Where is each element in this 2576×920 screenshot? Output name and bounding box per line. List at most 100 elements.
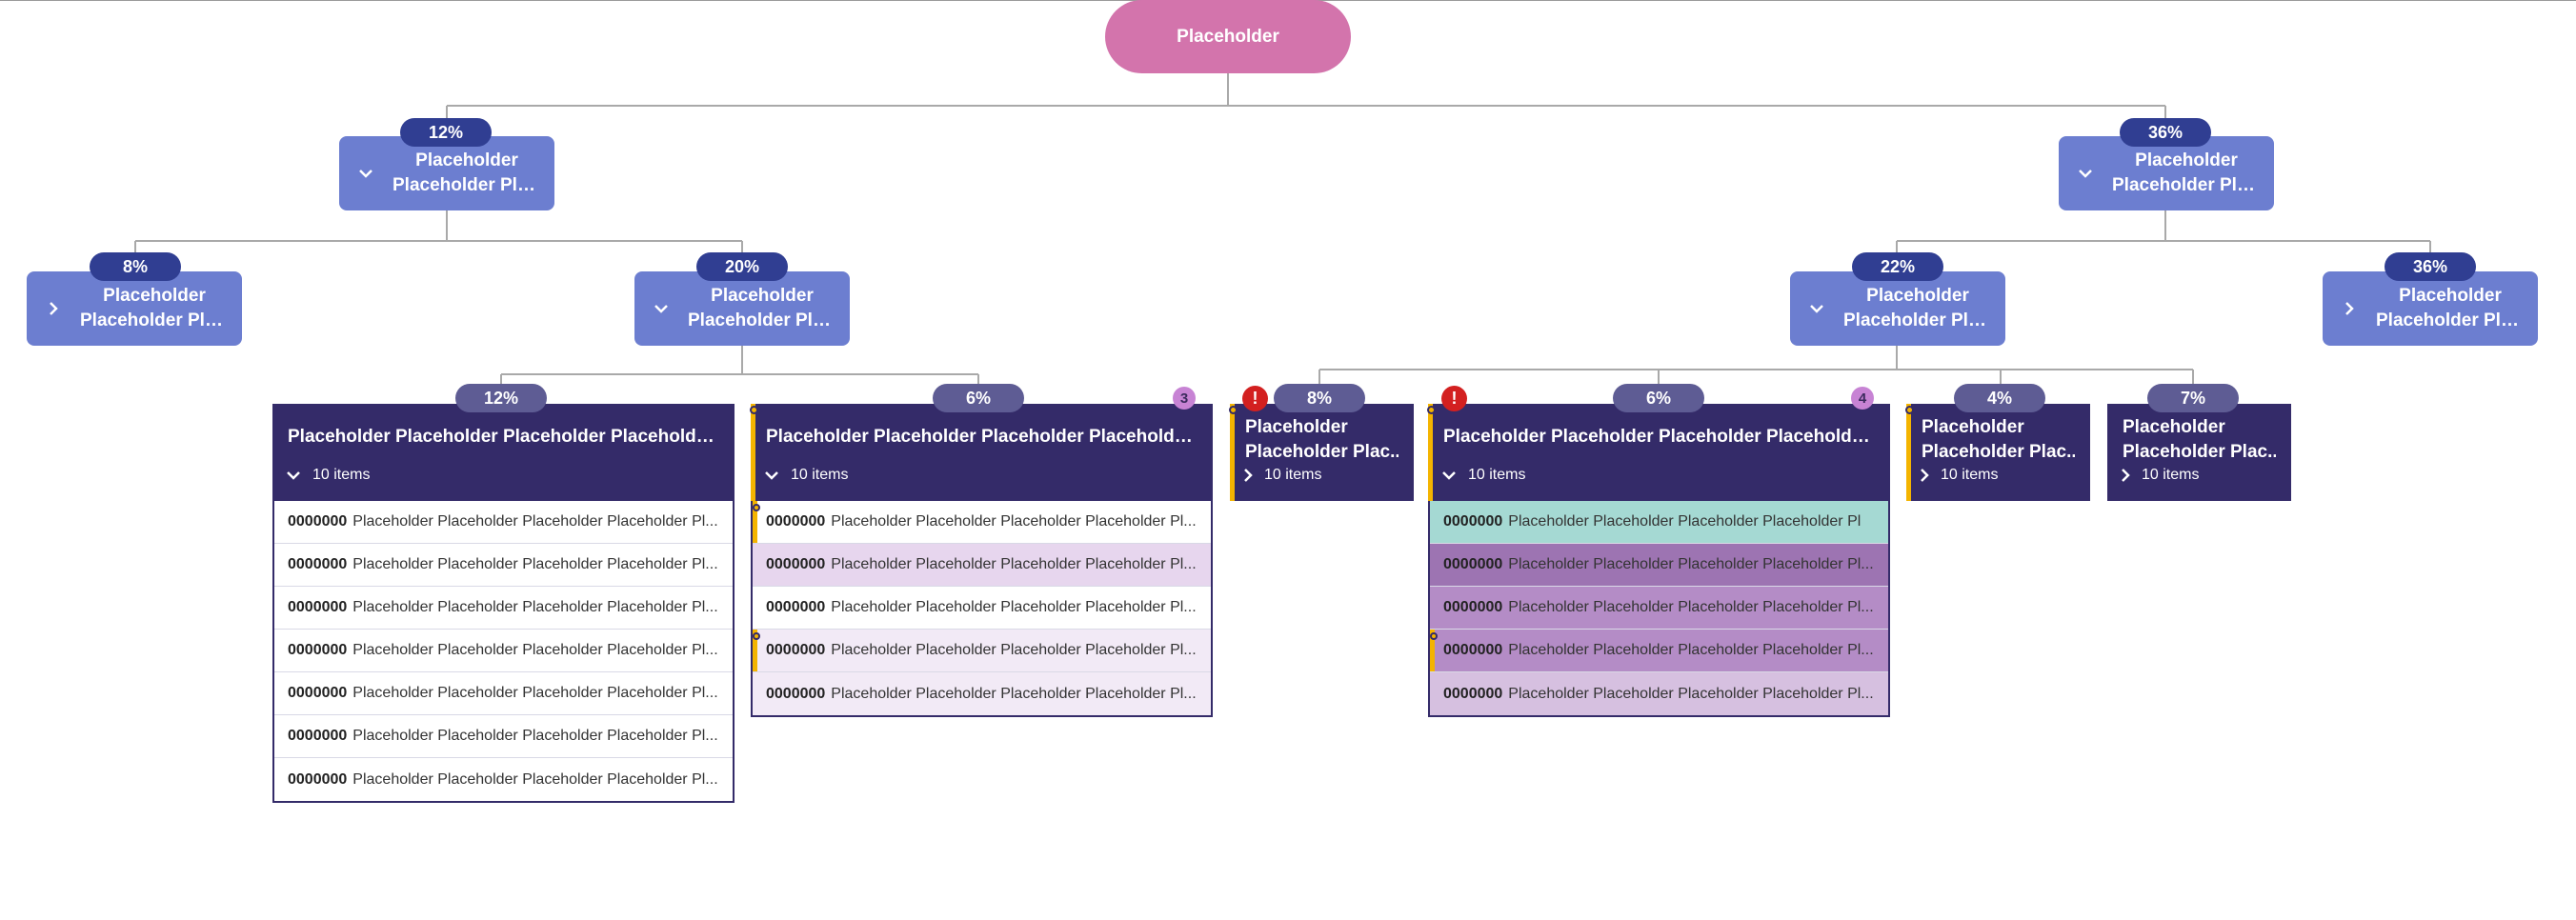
percent-badge: 12% (400, 118, 492, 147)
chevron-down-icon[interactable] (2059, 169, 2112, 178)
node-label-line2: Placeholder Plac... (688, 310, 836, 330)
group-b-header[interactable]: Placeholder Placeholder Placeholder Plac… (750, 404, 1213, 501)
chevron-down-icon[interactable] (634, 304, 688, 313)
group-c-header[interactable]: Placeholder Placeholder Plac... 10 items (1229, 404, 1414, 501)
group-item-count: 10 items (1468, 467, 1526, 483)
group-toggle[interactable]: 10 items (2121, 467, 2199, 484)
chevron-down-icon[interactable] (764, 470, 779, 480)
chevron-down-icon[interactable] (1790, 304, 1843, 313)
chevron-right-icon[interactable] (1243, 468, 1253, 483)
group-title: Placeholder Placeholder Placeholder Plac… (1443, 427, 1875, 447)
node-label-line1: Placeholder (1866, 286, 1969, 306)
connector-l1-right (1896, 210, 2431, 266)
node-label-line1: Placeholder (103, 286, 206, 306)
node-label-line1: Placeholder (1922, 417, 2024, 437)
node-label-line1: Placeholder (2123, 417, 2225, 437)
node-label-line2: Placeholder Plac... (1922, 442, 2075, 462)
percent-badge: 20% (696, 252, 788, 281)
group-toggle[interactable]: 10 items (286, 467, 370, 484)
root-label: Placeholder (1177, 26, 1279, 47)
chevron-right-icon[interactable] (27, 301, 80, 316)
percent-badge: 22% (1852, 252, 1943, 281)
count-badge: 3 (1173, 387, 1196, 410)
chevron-right-icon[interactable] (2121, 468, 2130, 483)
node-label-line2: Placeholder Plac... (1245, 442, 1399, 462)
group-a-header[interactable]: Placeholder Placeholder Placeholder Plac… (272, 404, 735, 501)
group-f-header[interactable]: Placeholder Placeholder Plac... 10 items (2107, 404, 2291, 501)
percent-badge: 4% (1954, 384, 2045, 412)
status-accent (1906, 404, 1911, 501)
alert-icon: ! (1441, 386, 1467, 411)
group-toggle[interactable]: 10 items (764, 467, 848, 484)
node-label-line2: Placeholder Plac... (2123, 442, 2276, 462)
node-label-line2: Placeholder Plac... (392, 175, 541, 195)
status-accent (1428, 404, 1433, 501)
alert-icon: ! (1242, 386, 1268, 411)
count-badge: 4 (1851, 387, 1874, 410)
chevron-down-icon[interactable] (286, 470, 301, 480)
group-title: Placeholder Placeholder Plac... (1245, 415, 1399, 465)
chevron-right-icon[interactable] (2323, 301, 2376, 316)
group-item-count: 10 items (312, 467, 371, 483)
chevron-down-icon[interactable] (1441, 470, 1457, 480)
group-title: Placeholder Placeholder Placeholder Plac… (766, 427, 1197, 447)
percent-badge: 6% (933, 384, 1024, 412)
node-label-line2: Placeholder Plac... (2376, 310, 2525, 330)
group-toggle[interactable]: 10 items (1243, 467, 1321, 484)
connector-l2-left (500, 346, 979, 387)
percent-badge: 8% (1274, 384, 1365, 412)
group-title: Placeholder Placeholder Plac... (1922, 415, 2075, 465)
group-toggle[interactable]: 10 items (1441, 467, 1525, 484)
node-label-line1: Placeholder (2135, 150, 2238, 170)
node-label-line2: Placeholder Plac... (1843, 310, 1992, 330)
group-d-header[interactable]: Placeholder Placeholder Placeholder Plac… (1427, 404, 1890, 501)
chevron-right-icon[interactable] (1920, 468, 1929, 483)
status-dot (1905, 406, 1914, 414)
status-dot (1229, 406, 1238, 414)
node-label-line2: Placeholder Plac... (2112, 175, 2261, 195)
chevron-down-icon[interactable] (339, 169, 392, 178)
group-title: Placeholder Placeholder Plac... (2123, 415, 2276, 465)
group-e-header[interactable]: Placeholder Placeholder Plac... 10 items (1905, 404, 2090, 501)
percent-badge: 8% (90, 252, 181, 281)
connector-root (446, 73, 2166, 130)
connector-l1-left (134, 210, 743, 266)
root-node[interactable]: Placeholder (1105, 0, 1351, 73)
status-accent (751, 404, 755, 501)
percent-badge: 36% (2120, 118, 2211, 147)
connector-l2-right (1318, 346, 2194, 387)
group-toggle[interactable]: 10 items (1920, 467, 1998, 484)
percent-badge: 36% (2385, 252, 2476, 281)
node-label-line2: Placeholder Plac... (80, 310, 229, 330)
group-item-count: 10 items (791, 467, 849, 483)
group-item-count: 10 items (1941, 467, 1999, 483)
group-item-count: 10 items (1264, 467, 1322, 483)
